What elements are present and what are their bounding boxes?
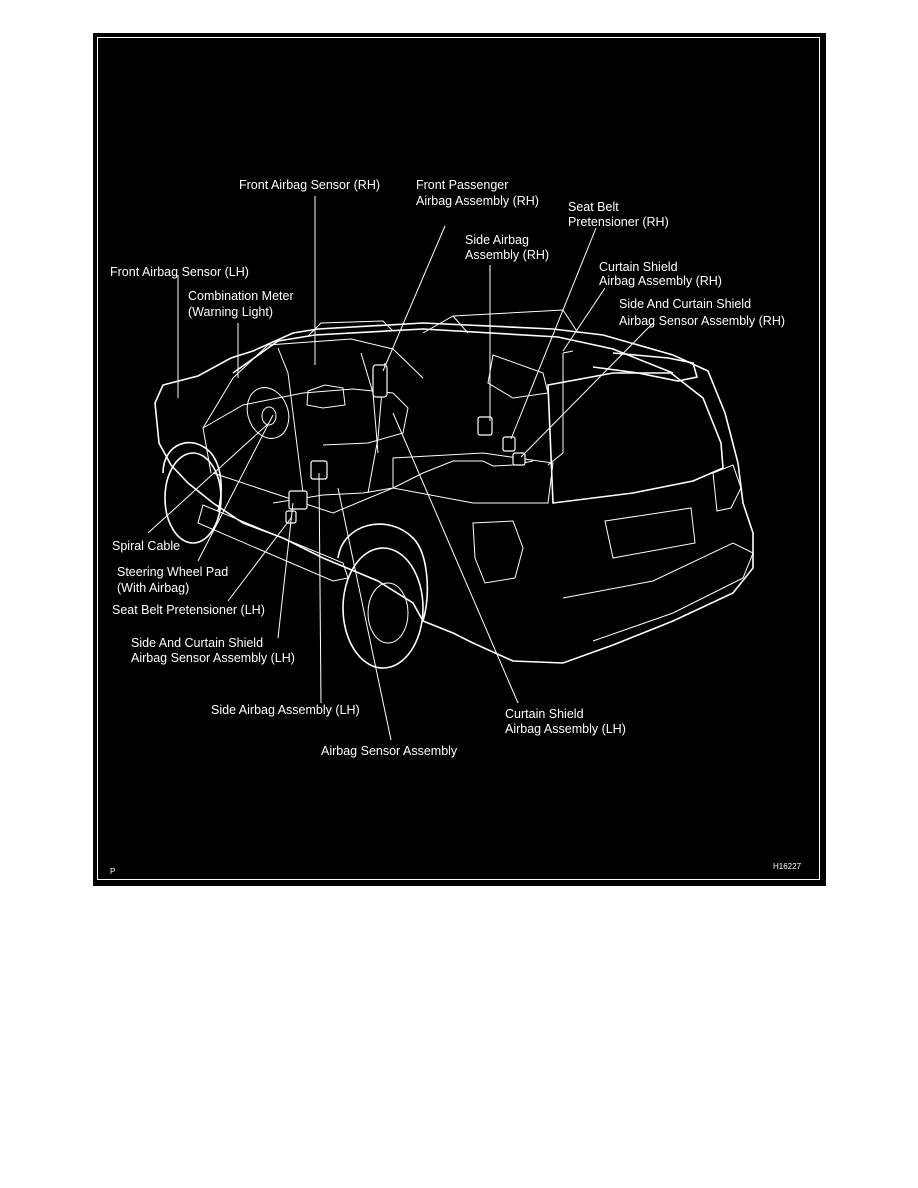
label-side-curtain-sensor-rh-line1: Side And Curtain Shield: [619, 297, 752, 311]
label-airbag-sensor-assembly: Airbag Sensor Assembly: [321, 744, 458, 758]
dashboard: [202, 388, 409, 446]
vehicle-illustration: [147, 196, 754, 741]
rear-bumper: [562, 542, 754, 642]
leader-front-passenger-airbag: [382, 225, 446, 372]
label-front-passenger-airbag-line1: Front Passenger: [416, 178, 509, 192]
passenger-airbag-module: [372, 364, 388, 398]
steering-wheel: [246, 387, 290, 439]
side-airbag-lh-module: [288, 490, 308, 510]
figure-code: H16227: [773, 862, 802, 871]
label-curtain-shield-lh-line2: Airbag Assembly (LH): [505, 722, 626, 736]
roof-line: [232, 328, 674, 374]
leader-airbag-sensor-assembly: [337, 487, 392, 741]
label-seat-belt-pretensioner-rh-line2: Pretensioner (RH): [568, 215, 669, 229]
label-front-airbag-sensor-lh: Front Airbag Sensor (LH): [110, 265, 249, 279]
side-airbag-rh-module: [477, 416, 493, 436]
figure-frame: [97, 37, 820, 880]
seat-belt-pretensioner-rh-module: [502, 436, 516, 452]
label-seat-belt-pretensioner-rh-line1: Seat Belt: [568, 200, 619, 214]
label-steering-wheel-pad-line2: (With Airbag): [117, 581, 190, 595]
label-curtain-shield-lh-line1: Curtain Shield: [505, 707, 584, 721]
leader-side-curtain-sensor-lh: [277, 502, 294, 639]
tail-light-rh: [712, 464, 742, 512]
label-spiral-cable: Spiral Cable: [112, 539, 181, 553]
label-seat-belt-pretensioner-lh: Seat Belt Pretensioner (LH): [112, 603, 265, 617]
rear-spoiler: [592, 352, 699, 382]
label-front-airbag-sensor-rh: Front Airbag Sensor (RH): [239, 178, 381, 192]
rear-interior-panel: [487, 354, 549, 399]
leader-seat-belt-pretensioner-rh: [510, 227, 597, 440]
leader-curtain-shield-lh: [392, 412, 519, 704]
b-pillar: [277, 347, 304, 494]
label-curtain-shield-rh-line1: Curtain Shield: [599, 260, 678, 274]
roof-rail-rh: [422, 309, 579, 334]
leader-lines: [147, 196, 654, 741]
label-steering-wheel-pad-line1: Steering Wheel Pad: [117, 565, 229, 579]
figure-panel: Front Airbag Sensor (RH) Front Passenger…: [93, 33, 826, 886]
instrument-cluster: [306, 384, 346, 409]
tailgate-window: [547, 372, 724, 504]
steering-hub: [261, 406, 277, 426]
rear-wheel-arch: [337, 523, 429, 622]
corner-mark: P: [110, 867, 116, 876]
leader-side-curtain-sensor-rh: [520, 322, 654, 458]
rear-wheel-hub: [367, 582, 409, 644]
label-curtain-shield-rh-line2: Airbag Assembly (RH): [599, 274, 722, 288]
leader-seat-belt-pretensioner-lh: [227, 517, 292, 602]
label-combination-meter-line1: Combination Meter: [188, 289, 294, 303]
curtain-harness-rh: [547, 350, 574, 466]
leader-spiral-cable: [147, 422, 270, 534]
license-plate: [604, 507, 696, 559]
front-wheel: [164, 452, 222, 544]
label-side-airbag-rh-line1: Side Airbag: [465, 233, 529, 247]
windshield: [232, 338, 424, 379]
label-side-curtain-sensor-rh-line2: Airbag Sensor Assembly (RH): [619, 314, 786, 328]
label-combination-meter-line2: (Warning Light): [188, 305, 273, 319]
leader-side-airbag-lh: [318, 472, 322, 704]
label-front-passenger-airbag-line2: Airbag Assembly (RH): [416, 194, 539, 208]
leader-curtain-shield-rh: [562, 287, 606, 352]
tail-light-lh: [472, 520, 524, 584]
label-side-airbag-lh: Side Airbag Assembly (LH): [211, 703, 360, 717]
leader-steering-wheel-pad: [197, 414, 274, 562]
rear-wheel: [342, 547, 424, 669]
label-side-curtain-sensor-lh-line1: Side And Curtain Shield: [131, 636, 264, 650]
door-line: [212, 472, 394, 514]
label-side-airbag-rh-line2: Assembly (RH): [465, 248, 550, 262]
label-side-curtain-sensor-lh-line2: Airbag Sensor Assembly (LH): [131, 651, 295, 665]
